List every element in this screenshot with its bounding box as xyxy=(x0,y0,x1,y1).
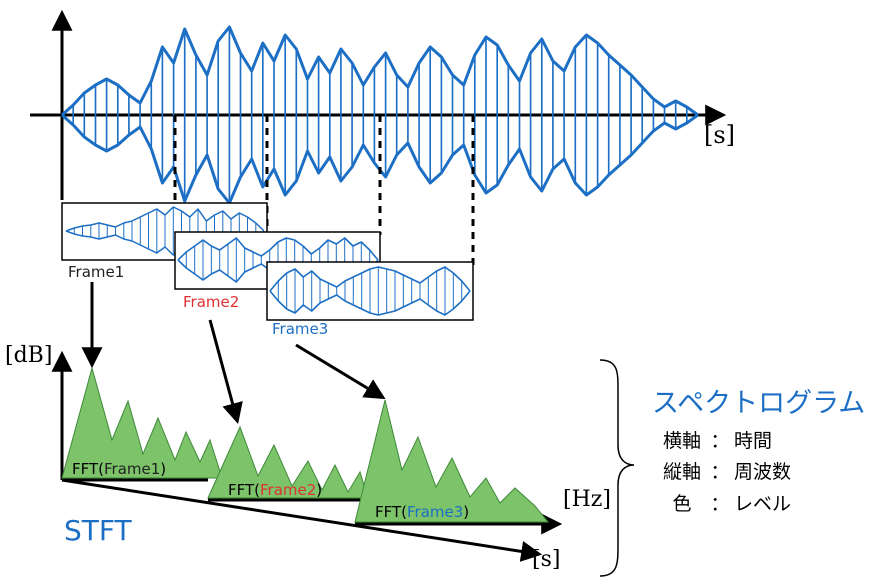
spectrum-3 xyxy=(354,399,550,523)
stft-label: STFT xyxy=(64,514,132,547)
curly-brace xyxy=(599,359,635,577)
wave-envelope xyxy=(177,237,379,261)
color-value: レベル xyxy=(734,493,791,515)
horizontal-axis-value: 時間 xyxy=(734,430,772,452)
spectrum-axes xyxy=(51,350,563,562)
time-axis-bottom xyxy=(61,478,543,562)
spectrogram-title: スペクトログラム xyxy=(652,388,865,419)
spectrogram-legend: スペクトログラム 横軸 ： 時間 縦軸 ： 周波数 色 ： レベル xyxy=(652,388,865,515)
frame1-label: Frame1 xyxy=(68,263,124,281)
horizontal-axis-name: 横軸 xyxy=(663,430,701,452)
frame-box-3-wave xyxy=(269,266,471,316)
db-axis-label: [dB] xyxy=(5,343,52,368)
frame-guides xyxy=(173,115,475,265)
vertical-axis-value: 周波数 xyxy=(734,461,791,483)
hz-axis-label: [Hz] xyxy=(563,487,611,512)
wave-envelope xyxy=(65,206,265,232)
fft-label-3: FFT(Frame3) xyxy=(375,503,469,521)
spectrum-1 xyxy=(61,366,223,479)
frame-to-fft-arrows xyxy=(81,282,386,425)
vertical-axis-sep: ： xyxy=(710,461,729,483)
arrow-frame3 xyxy=(295,343,386,400)
vertical-axis-name: 縦軸 xyxy=(663,461,701,483)
time-axis-label: [s] xyxy=(704,121,735,149)
spectrum-2 xyxy=(207,425,369,499)
fft-label-1: FFT(Frame1) xyxy=(72,460,166,478)
color-name: 色 xyxy=(672,493,691,515)
wave-envelope xyxy=(269,290,471,316)
horizontal-axis-sep: ： xyxy=(710,430,729,452)
frame3-label: Frame3 xyxy=(272,320,328,338)
frame-box-3 xyxy=(266,261,474,321)
top-waveform-group: [s] xyxy=(30,9,735,205)
color-sep: ： xyxy=(710,493,729,515)
wave-envelope xyxy=(61,25,699,117)
fft-label-2: FFT(Frame2) xyxy=(228,481,322,499)
frame2-label: Frame2 xyxy=(183,293,239,311)
wave-envelope xyxy=(269,266,471,292)
time-axis-bottom-label: [s] xyxy=(532,547,560,572)
arrow-frame2 xyxy=(208,319,243,425)
